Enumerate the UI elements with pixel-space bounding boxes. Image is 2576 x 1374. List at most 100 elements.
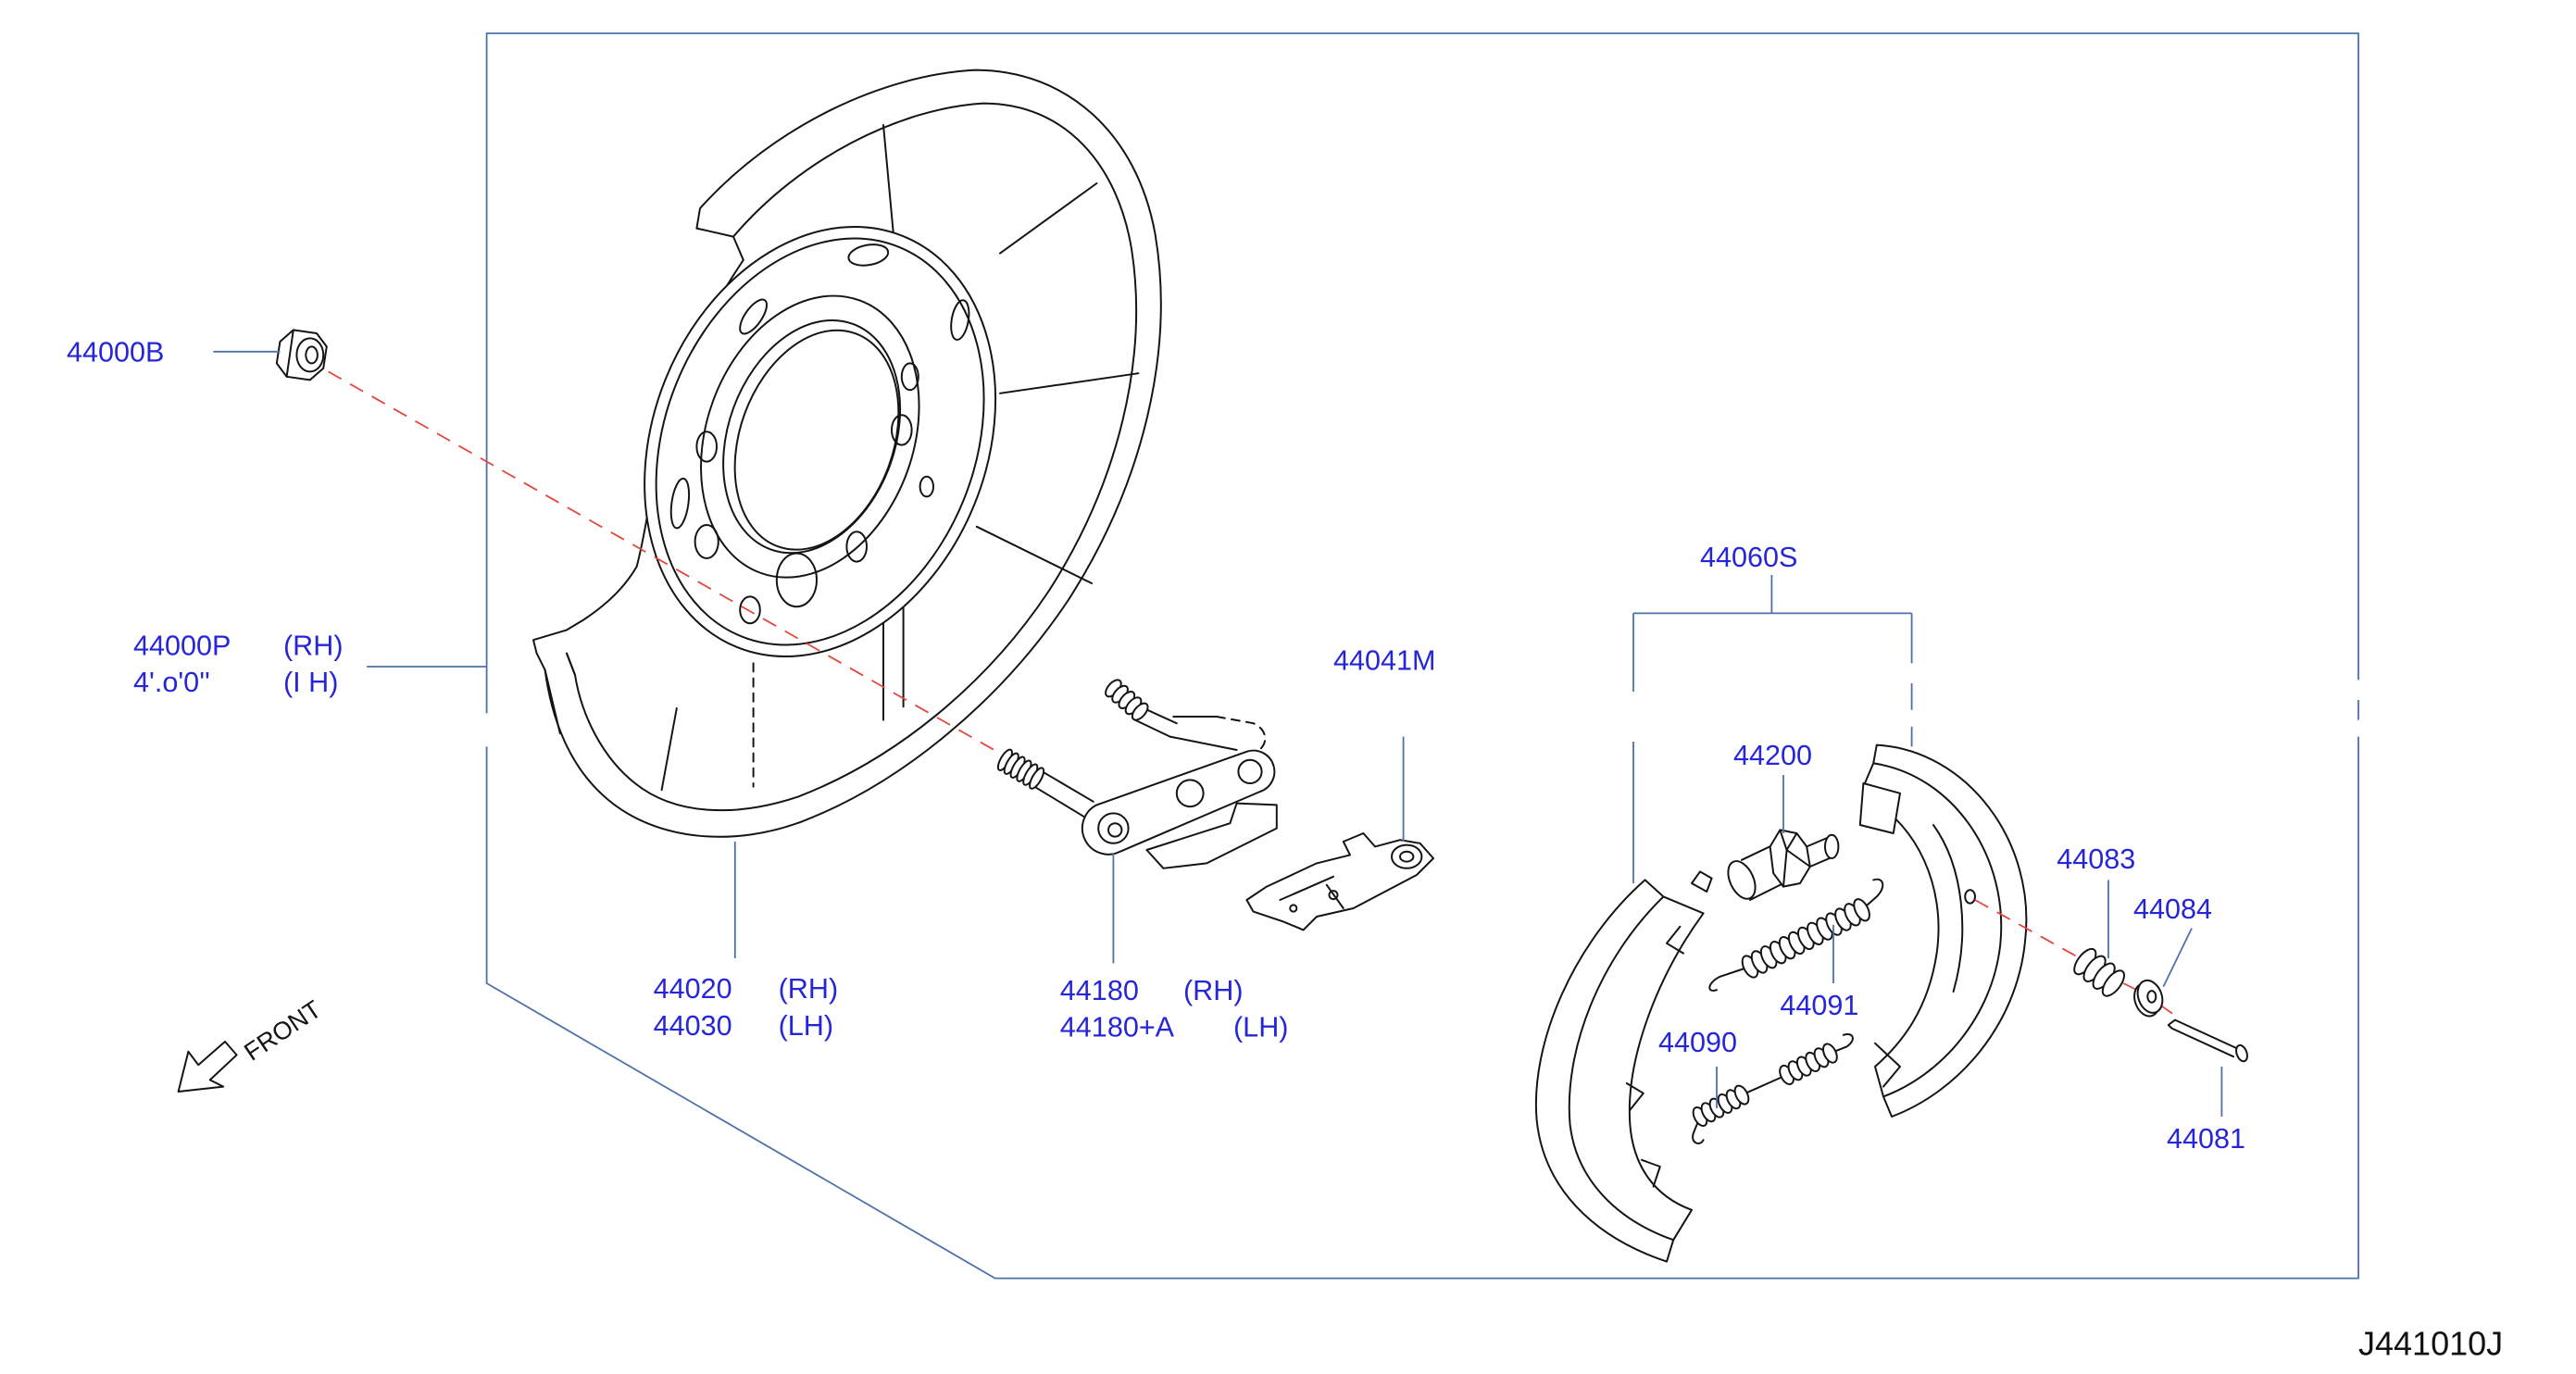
label-44090: 44090	[1658, 1027, 1737, 1058]
nut-44000b	[275, 329, 328, 381]
stud-threads-lower	[996, 748, 1045, 790]
spring-hook	[1829, 1033, 1854, 1055]
nut-face	[295, 337, 325, 373]
holddown-centerline	[1974, 899, 2178, 1018]
shield-inner-rim	[566, 102, 1137, 812]
thread-turn	[1029, 767, 1045, 790]
label-44091: 44091	[1780, 990, 1858, 1021]
lever-44041m	[1245, 832, 1434, 931]
stud-assembly-44180	[996, 679, 1278, 869]
lever-hole	[1289, 904, 1298, 913]
bolt-hole	[694, 524, 719, 559]
adjuster-star-wheel	[1769, 829, 1811, 888]
shoe-lining	[1872, 743, 2028, 1118]
plate-slot	[950, 299, 970, 341]
shoe-web-rib	[1932, 824, 1964, 993]
spring-wire	[1741, 1074, 1788, 1096]
carrier-end-boss	[1097, 812, 1130, 844]
spring-44090	[1692, 1033, 1854, 1144]
lever-hole	[1328, 890, 1339, 901]
front-label: FRONT	[239, 995, 326, 1067]
washer-face	[2136, 979, 2164, 1014]
shoe-web-notch	[1625, 1082, 1644, 1111]
spring-hook	[1692, 1116, 1705, 1144]
front-indicator: FRONT	[177, 995, 326, 1093]
label-side-lh: (I H)	[283, 667, 338, 698]
label-side-rh: (RH)	[283, 630, 344, 661]
spring-coil-group	[1779, 1043, 1838, 1086]
label-44200: 44200	[1733, 740, 1812, 771]
bolt-hole	[891, 414, 913, 446]
stud-carrier-body	[1081, 749, 1276, 856]
shield-rib	[975, 525, 1093, 584]
shield-rib	[882, 124, 894, 234]
adjuster-end	[1727, 860, 1757, 900]
thread-turn	[1131, 702, 1149, 721]
bolt-hole	[845, 531, 868, 563]
label-44083: 44083	[2057, 843, 2135, 875]
pin-shaft	[2167, 1018, 2238, 1058]
adjuster-44200	[1727, 829, 1840, 901]
bolt-hole-large	[775, 552, 818, 608]
label-44000b: 44000B	[67, 337, 164, 368]
spring-coil-group	[2073, 947, 2125, 997]
bolt-hole	[739, 595, 761, 625]
center-hole-inner-edge	[733, 329, 900, 551]
nut-hole	[305, 345, 319, 365]
bolt-hole	[900, 362, 919, 392]
lever-bend-line	[1279, 875, 1344, 909]
shoe-lining	[1534, 879, 1675, 1263]
frame-line	[485, 32, 2359, 714]
spring-coil-group	[1741, 898, 1870, 979]
label-44084: 44084	[2133, 893, 2212, 925]
lever-bushing	[1391, 843, 1423, 869]
label-plate-lh: 4'.o'0''	[133, 667, 210, 698]
label-44020: 44020	[654, 973, 732, 1005]
plate-slot	[739, 298, 769, 335]
label-44000p: 44000P	[133, 630, 231, 661]
assembly-centerline	[328, 370, 1001, 755]
shield-rib	[660, 707, 678, 792]
shield-lip-edge	[544, 652, 576, 734]
label-44081: 44081	[2167, 1123, 2245, 1155]
plate-slot	[847, 244, 890, 267]
leader-44084	[2162, 928, 2193, 987]
washer-44084	[2133, 979, 2164, 1018]
stud-arm	[1169, 716, 1238, 751]
bracket-44060s	[1632, 574, 1913, 883]
callout-frame	[485, 32, 2359, 1280]
hub-plate-edge	[655, 237, 985, 646]
shoe-web-notch	[1874, 1042, 1901, 1088]
carrier-end-hole	[1107, 822, 1123, 838]
front-arrow-icon	[177, 1041, 238, 1093]
nut-edge	[285, 329, 294, 378]
lever-bushing-hole	[1399, 850, 1415, 863]
plate-slot	[669, 477, 691, 530]
bolt-hole	[919, 475, 934, 498]
stud-arm-hidden	[1216, 716, 1267, 753]
brake-shoe-right	[1858, 743, 2028, 1118]
shoe-web-bracket	[1858, 782, 1901, 834]
shoe-pin	[1691, 870, 1713, 893]
diagram-code: J441010J	[2358, 1324, 2503, 1362]
pin-44081	[2167, 1018, 2248, 1063]
spring-coil	[1853, 898, 1870, 922]
pin-head	[2235, 1043, 2248, 1063]
leader-lines	[213, 350, 2223, 1117]
washer-hole	[2146, 990, 2157, 1004]
adjuster-screw-end	[1824, 833, 1840, 859]
carrier-hole	[1237, 758, 1263, 784]
stud-threads-upper	[1105, 679, 1149, 721]
spring-coil	[1821, 1043, 1838, 1064]
label-44180a: 44180+A	[1060, 1012, 1175, 1043]
shield-rib	[999, 372, 1140, 394]
shield-rib	[999, 182, 1098, 255]
spring-cup-44083	[2073, 947, 2125, 997]
carrier-hole	[1175, 779, 1205, 808]
spring-coil-group	[1692, 1084, 1750, 1127]
label-44060s: 44060S	[1700, 542, 1797, 573]
shoe-web-notch	[1666, 925, 1684, 955]
label-side-rh: (RH)	[1183, 975, 1244, 1006]
shoe-pin-hole	[1964, 889, 1976, 905]
